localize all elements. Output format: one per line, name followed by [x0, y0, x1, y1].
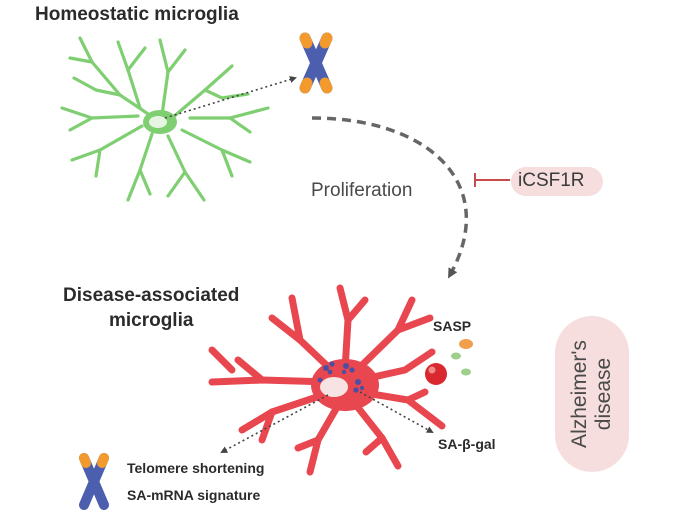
disease-title-line2: microglia [108, 310, 194, 331]
disease-title-line1: Disease-associated [63, 285, 240, 306]
sa-beta-gal-label: SA-β-gal [438, 436, 496, 452]
telomere-shortening-label: Telomere shortening [127, 460, 265, 476]
disease-name-line1: Alzheimer's [568, 340, 591, 448]
proliferation-label: Proliferation [311, 180, 413, 201]
disease-to-chromosome-arrow [220, 394, 329, 453]
disease-microglia-title: Disease-associated microglia [63, 283, 239, 333]
inhibition-bar-icon [474, 173, 510, 187]
disease-to-sagal-arrow [359, 391, 434, 433]
sasp-factors-icon [425, 339, 473, 385]
sasp-label: SASP [433, 318, 472, 334]
disease-nucleus [320, 377, 348, 397]
chromosome-icon [79, 453, 109, 510]
proliferation-arrow [311, 116, 469, 279]
lysosome-cluster-icon [317, 361, 365, 393]
homeostatic-nucleus [149, 116, 167, 128]
homeostatic-microglia-icon [60, 36, 270, 202]
alzheimers-disease-label: Alzheimer's disease [568, 340, 616, 448]
alzheimers-disease-pill [555, 316, 629, 472]
chromosome-icon [299, 32, 333, 94]
sa-mrna-signature-label: SA-mRNA signature [127, 487, 261, 503]
disease-name-line2: disease [592, 357, 615, 431]
inhibitor-pill [511, 167, 603, 196]
homeostatic-microglia-title: Homeostatic microglia [35, 4, 239, 25]
inhibitor-label: iCSF1R [518, 170, 585, 191]
